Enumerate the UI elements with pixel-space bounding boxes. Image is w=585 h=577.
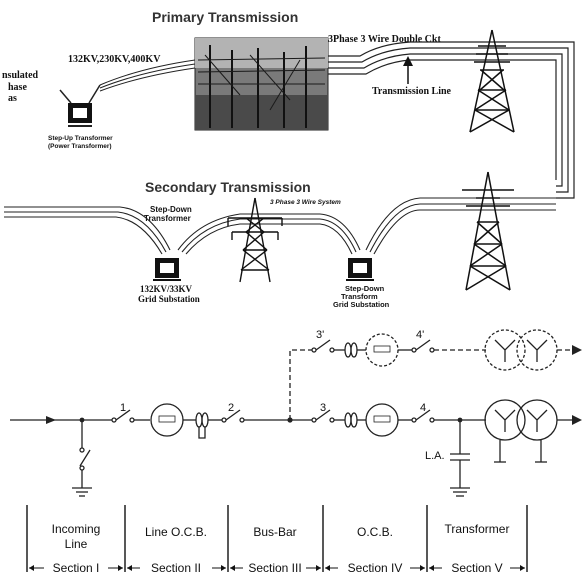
single-line-diagram (10, 329, 582, 572)
incoming-arrow (46, 416, 56, 424)
transmission-line-arrow-head (403, 56, 413, 66)
secondary-transmission-title: Secondary Transmission (145, 179, 311, 195)
step-down-transformer-label-1: Step-Down (150, 205, 192, 214)
switch-label-4-prime: 4' (416, 329, 424, 341)
power-transformer-label: (Power Transformer) (48, 143, 112, 150)
section-4-label: Section IV (348, 561, 403, 575)
secondary-transmission-lines (4, 197, 556, 255)
step-down-transform-label-2: Transform (341, 292, 378, 301)
three-phase-double-circuit-label: 3Phase 3 Wire Double Ckt (328, 34, 441, 45)
switch-label-2: 2 (228, 402, 234, 414)
section-5-label: Section V (451, 561, 502, 575)
section-3-title: Bus-Bar (253, 525, 296, 539)
switch-label-1: 1 (120, 402, 126, 414)
switch-label-3-prime: 3' (316, 329, 324, 341)
section-1-title-1: Incoming (52, 522, 101, 536)
step-up-transformer (59, 84, 101, 127)
insulated-phase-label-3: as (8, 93, 17, 104)
lightning-arrester-label: L.A. (425, 450, 445, 462)
step-down-transformer-label-2: Transformer (144, 214, 191, 223)
grid-substation-transformer-left (153, 258, 181, 281)
primary-transmission-title: Primary Transmission (152, 9, 298, 25)
grid-substation-transformer-right (346, 258, 374, 281)
single-line-labels: 1 2 3 4 3' 4' L.A. Incoming Line Line O.… (52, 329, 510, 575)
primary-transmission-lines (328, 41, 575, 199)
section-dividers (26, 505, 528, 572)
section-4-title: O.C.B. (357, 525, 393, 539)
section-2-title: Line O.C.B. (145, 525, 207, 539)
section-5-title: Transformer (445, 522, 510, 536)
primary-feed-lines (99, 59, 196, 92)
section-1-label: Section I (53, 561, 100, 575)
switch-label-3: 3 (320, 402, 326, 414)
step-up-transformer-label: Step-Up Transformer (48, 135, 113, 142)
insulated-phase-label-1: nsulated (2, 70, 39, 81)
lower-transmission-tower (462, 171, 514, 291)
insulated-phase-label-2: hase (8, 82, 27, 93)
section-1-title-2: Line (65, 537, 88, 551)
grid-substation-label-right: Grid Substation (333, 300, 390, 309)
grid-substation-label-left: Grid Substation (138, 294, 200, 304)
transmission-line-label: Transmission Line (372, 86, 452, 97)
transmission-illustration: Primary Transmission nsulated hase as 13… (2, 9, 575, 309)
section-2-label: Section II (151, 561, 201, 575)
distribution-tower-middle (227, 197, 283, 283)
switch-label-4: 4 (420, 402, 426, 414)
power-transformer-primary (484, 399, 526, 441)
upper-transmission-tower (469, 29, 515, 133)
voltage-levels-label: 132KV,230KV,400KV (68, 54, 161, 65)
three-phase-system-label: 3 Phase 3 Wire System (270, 199, 341, 206)
grid-substation-voltage-label: 132KV/33KV (140, 284, 193, 294)
step-down-transform-label-1: Step-Down (345, 284, 385, 293)
substation-photo (194, 37, 329, 131)
section-3-label: Section III (248, 561, 301, 575)
